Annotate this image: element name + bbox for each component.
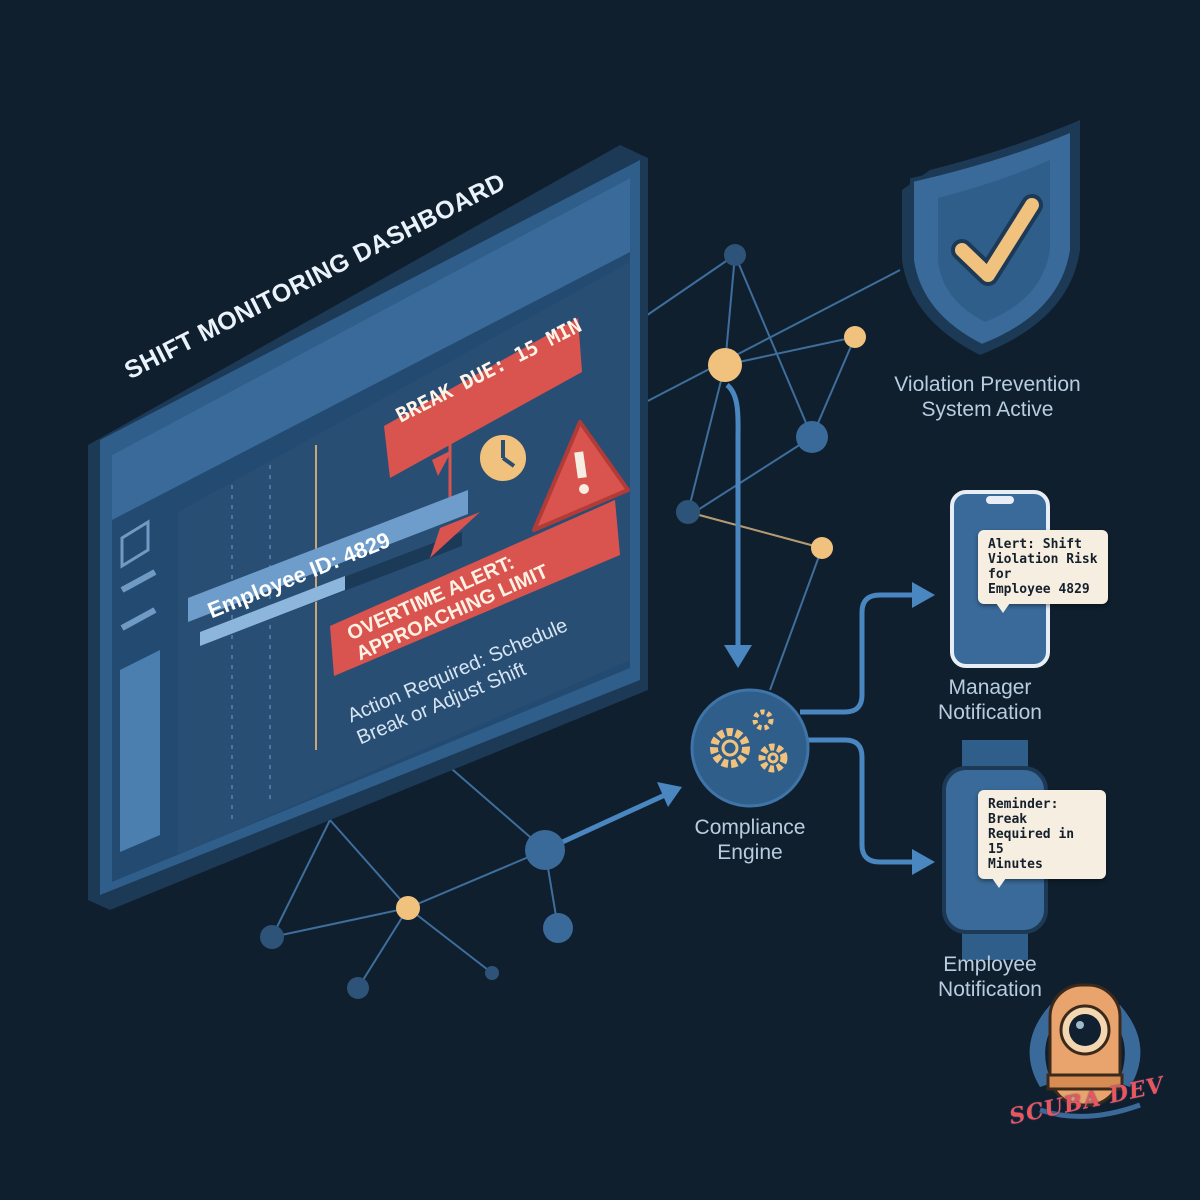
engine-caption-line2: Engine bbox=[717, 841, 783, 864]
employee-caption-line2: Notification bbox=[938, 978, 1042, 1001]
manager-message-line3: Employee 4829 bbox=[988, 582, 1090, 597]
shield-caption-line2: System Active bbox=[921, 398, 1054, 421]
manager-message-line1: Alert: Shift bbox=[988, 537, 1082, 552]
employee-message-bubble: Reminder: Break Required in 15 Minutes bbox=[978, 790, 1106, 888]
manager-message-bubble: Alert: Shift Violation Risk for Employee… bbox=[978, 530, 1108, 613]
network-node bbox=[811, 537, 833, 559]
scuba-dev-logo bbox=[1029, 983, 1141, 1119]
employee-caption-line1: Employee bbox=[943, 953, 1037, 976]
shield-caption: Violation Prevention System Active bbox=[870, 372, 1105, 422]
network-node bbox=[844, 326, 866, 348]
manager-caption-line1: Manager bbox=[948, 676, 1032, 699]
network-node bbox=[260, 925, 284, 949]
network-node bbox=[347, 977, 369, 999]
manager-caption: Manager Notification bbox=[910, 675, 1070, 725]
manager-message-line2: Violation Risk for bbox=[988, 552, 1098, 582]
sidebar bbox=[120, 519, 150, 569]
engine-caption: Compliance Engine bbox=[670, 815, 830, 865]
employee-message-line2: Required in 15 bbox=[988, 827, 1075, 857]
network-node bbox=[485, 966, 499, 980]
network-node bbox=[676, 500, 700, 524]
network-node bbox=[543, 913, 573, 943]
employee-message-line1: Reminder: Break bbox=[988, 797, 1059, 827]
shield-caption-line1: Violation Prevention bbox=[894, 373, 1081, 396]
network-node bbox=[796, 421, 828, 453]
engine-caption-line1: Compliance bbox=[694, 816, 806, 839]
network-node bbox=[708, 348, 742, 382]
shield-icon bbox=[902, 120, 1080, 355]
employee-caption: Employee Notification bbox=[910, 952, 1070, 1002]
clock-icon bbox=[476, 431, 530, 485]
manager-caption-line2: Notification bbox=[938, 701, 1042, 724]
network-node bbox=[724, 244, 746, 266]
compliance-engine-node bbox=[690, 688, 810, 808]
employee-message-line3: Minutes bbox=[988, 857, 1043, 872]
network-node bbox=[396, 896, 420, 920]
phone-notch bbox=[986, 496, 1014, 504]
gears-icon bbox=[710, 709, 788, 773]
network-node bbox=[525, 830, 565, 870]
